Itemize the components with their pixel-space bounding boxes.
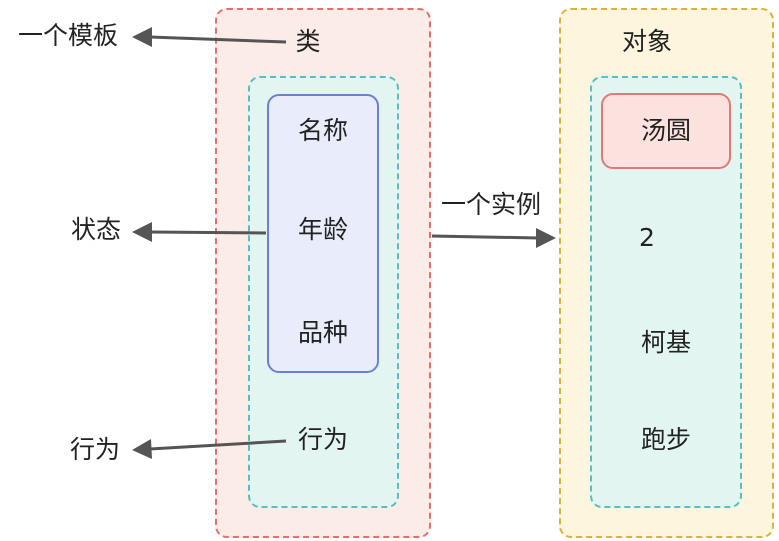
template-annotation: 一个模板	[17, 21, 119, 50]
object-behavior-value: 跑步	[640, 425, 692, 454]
behavior-arrow	[132, 439, 287, 459]
class-method-label: 行为	[297, 425, 349, 454]
attribute-breed-label: 品种	[297, 318, 349, 347]
object-name-value: 汤圆	[640, 116, 692, 145]
attribute-name-label: 名称	[297, 116, 349, 145]
state-annotation: 状态	[70, 215, 122, 244]
instance-annotation: 一个实例	[440, 190, 542, 219]
object-breed-value: 柯基	[640, 328, 692, 357]
attribute-age-label: 年龄	[297, 215, 349, 244]
object-name-box	[601, 93, 731, 169]
template-arrow	[132, 27, 287, 47]
state-arrow	[132, 222, 267, 242]
class-title: 类	[295, 27, 321, 56]
object-title: 对象	[621, 27, 673, 56]
object-age-value: 2	[639, 223, 655, 252]
instance-arrow	[431, 228, 556, 248]
class-attributes-box	[267, 94, 379, 373]
behavior-annotation: 行为	[69, 435, 121, 464]
